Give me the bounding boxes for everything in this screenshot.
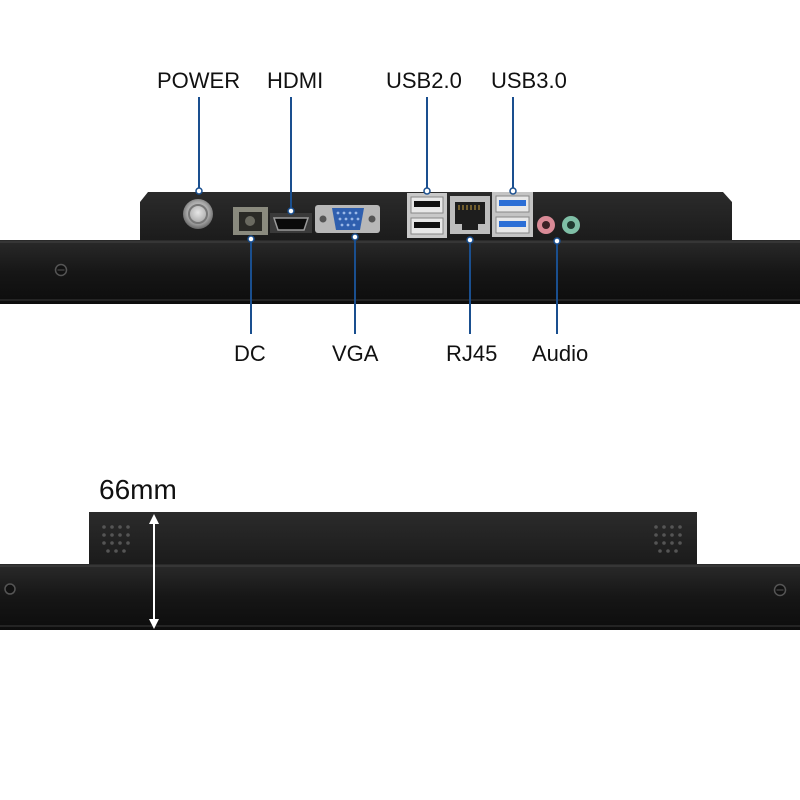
monitor-frame-side [0, 564, 800, 630]
screw-icon [54, 263, 68, 277]
rj45-port-icon [450, 196, 490, 234]
usb3-label: USB3.0 [491, 68, 567, 93]
dc-label: DC [234, 341, 266, 366]
thickness-label: 66mm [99, 474, 177, 505]
usb2-ports-icon [407, 193, 447, 238]
monitor-frame [0, 240, 800, 304]
rj45-label: RJ45 [446, 341, 498, 366]
screw-right-icon [773, 583, 787, 597]
callout-lines [195, 97, 561, 334]
usb2-label: USB2.0 [386, 68, 462, 93]
dc-jack-icon [233, 207, 268, 235]
thickness-arrow-icon [149, 514, 159, 629]
audio-label: Audio [532, 341, 589, 366]
power-button-icon [183, 199, 213, 229]
vga-label: VGA [332, 341, 379, 366]
vga-port-icon [315, 205, 380, 233]
vent-holes-right-icon [654, 525, 682, 553]
hdmi-label: HDMI [267, 68, 324, 93]
usb3-ports-icon [492, 192, 533, 237]
screw-left-icon [4, 583, 16, 595]
bottom-device-view [0, 512, 800, 630]
hdmi-port-icon [270, 213, 312, 233]
power-label: POWER [157, 68, 241, 93]
audio-jacks-icon [537, 216, 580, 234]
back-housing [89, 512, 697, 568]
vent-holes-left-icon [102, 525, 130, 553]
top-device-view [0, 97, 800, 334]
